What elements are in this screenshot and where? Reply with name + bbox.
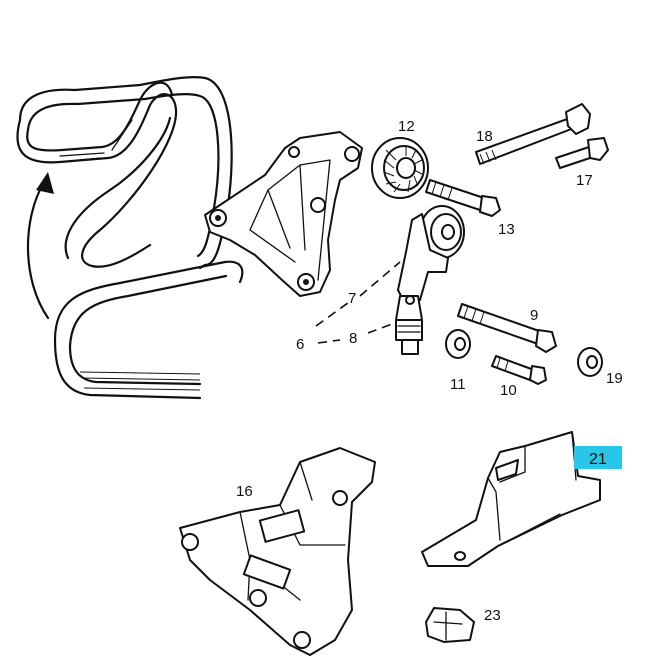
bolt-18: [475, 103, 591, 165]
curved-arrow-icon: [26, 172, 54, 320]
callout-18: 18: [476, 128, 493, 145]
upper-mounting-bracket: [204, 131, 363, 297]
callout-6: 6: [296, 336, 304, 353]
bolt-17: [555, 137, 609, 169]
tensioner-assembly: [395, 205, 465, 355]
belt-segment-lower: [53, 260, 244, 400]
callout-21-highlight: 21: [574, 446, 622, 469]
callout-13: 13: [498, 221, 515, 238]
callout-10: 10: [500, 382, 517, 399]
idler-pulley-12: [371, 137, 429, 199]
clip-23: [425, 607, 475, 643]
nut-19: [577, 347, 603, 377]
callout-23: 23: [484, 607, 501, 624]
callout-8: 8: [349, 330, 357, 347]
callout-12: 12: [398, 118, 415, 135]
callout-16: 16: [236, 483, 253, 500]
callout-7: 7: [348, 290, 356, 307]
bolt-9: [457, 303, 557, 353]
callout-9: 9: [530, 307, 538, 324]
callout-21: 21: [589, 451, 607, 468]
callout-19: 19: [606, 370, 623, 387]
bolt-13: [425, 179, 501, 217]
callout-17: 17: [576, 172, 593, 189]
heat-shield-21: [421, 431, 601, 567]
serpentine-belt: [16, 75, 233, 270]
bolt-10: [491, 355, 547, 385]
leader-lines: [315, 261, 401, 344]
washer-11: [445, 329, 471, 359]
lower-mounting-bracket-16: [179, 447, 376, 656]
callout-11: 11: [450, 376, 466, 393]
